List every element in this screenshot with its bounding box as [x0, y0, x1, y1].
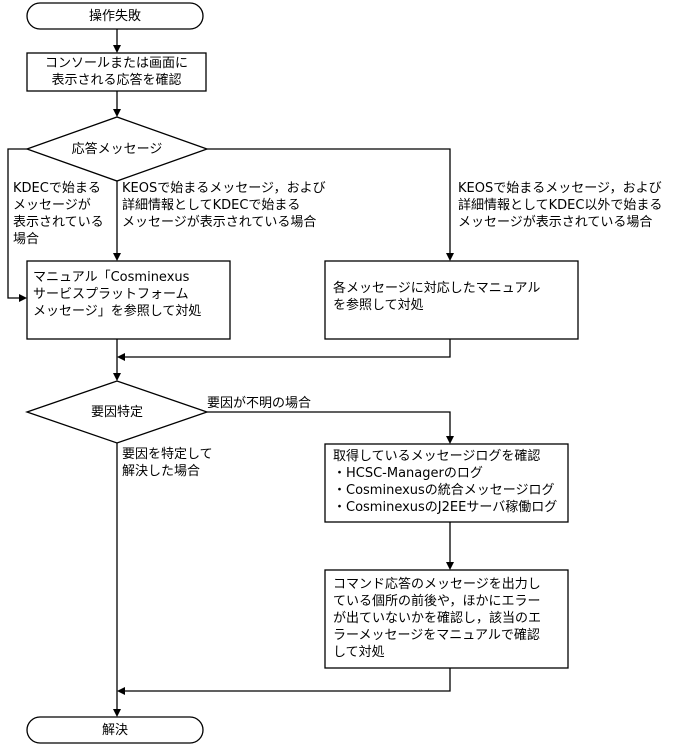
manual-cosminexus-label: マニュアル「Cosminexus サービスプラットフォームメッセージ」を参照して対…: [33, 269, 201, 320]
check-response-line: 表示される応答を確認: [51, 73, 182, 88]
command-output-line: が出ていないかを確認し，該当のエ: [333, 611, 542, 626]
cause-identified-line: 要因を特定して: [122, 447, 213, 462]
connector-cause-unknown: [207, 411, 451, 439]
start-label: 操作失敗: [88, 9, 141, 24]
cause-identification-label: 要因特定: [90, 405, 143, 420]
connector-command-merge: [122, 668, 451, 692]
manual-cosminexus-line: サービスプラットフォーム: [33, 287, 189, 302]
check-logs-box: [324, 443, 569, 523]
arrow-head: [117, 353, 125, 361]
branch-keos-other-line: 詳細情報としてKDEC以外で始まる: [458, 198, 663, 213]
command-output-line: して対処: [333, 645, 385, 660]
arrow-head: [446, 562, 454, 570]
branch-keos-other-label: KEOSで始まるメッセージ，および詳細情報としてKDEC以外で始まるメッセージが…: [458, 180, 662, 231]
command-output-line: コマンド応答のメッセージを出力し: [333, 577, 541, 592]
branch-keos-kdec-line: 詳細情報としてKDECで始まる: [122, 198, 301, 213]
command-output-label: コマンド応答のメッセージを出力している個所の前後や，ほかにエラーが出ていないかを…: [333, 576, 541, 661]
connector-manual-each-merge: [122, 339, 451, 358]
manual-cosminexus-line: メッセージ」を参照して対処: [33, 304, 202, 319]
check-logs-label: 取得しているメッセージログを確認・HCSC-Managerのログ・Cosmine…: [333, 448, 557, 516]
branch-keos-other-line: KEOSで始まるメッセージ，および: [458, 181, 662, 196]
branch-keos-kdec-line: メッセージが表示されている場合: [122, 215, 317, 230]
manual-each-label: 各メッセージに対応したマニュアルを参照して対処: [333, 280, 540, 314]
connector-keos-other-branch: [207, 148, 451, 256]
arrow-head: [19, 294, 27, 302]
branch-kdec-line: KDECで始まる: [13, 181, 101, 196]
arrow-head: [113, 45, 121, 53]
check-response-label: コンソールまたは画面に表示される応答を確認: [27, 55, 206, 89]
branch-keos-kdec-line: KEOSで始まるメッセージ，および: [122, 181, 326, 196]
command-output-box: [324, 569, 569, 669]
arrow-head: [117, 687, 125, 695]
arrow-head: [113, 373, 121, 381]
end-terminator: [26, 716, 204, 744]
start-terminator: [26, 2, 204, 30]
manual-each-box: [324, 260, 579, 340]
arrow-head: [113, 709, 121, 717]
command-output-line: ている個所の前後や，ほかにエラー: [333, 594, 541, 609]
arrow-head: [113, 109, 121, 117]
manual-each-line: 各メッセージに対応したマニュアル: [333, 281, 541, 296]
manual-each-line: を参照して対処: [333, 298, 424, 313]
branch-kdec-line: メッセージが: [13, 198, 91, 213]
manual-cosminexus-box: [26, 260, 231, 340]
command-output-line: ラーメッセージをマニュアルで確認: [333, 628, 540, 643]
arrow-head: [446, 253, 454, 261]
branch-keos-kdec-label: KEOSで始まるメッセージ，および詳細情報としてKDECで始まるメッセージが表示…: [122, 180, 326, 231]
check-response-line: コンソールまたは画面に: [44, 56, 188, 71]
check-logs-line: 取得しているメッセージログを確認: [333, 449, 541, 464]
branch-kdec-label: KDECで始まるメッセージが表示されている場合: [13, 180, 104, 248]
arrow-head: [446, 436, 454, 444]
response-message-label: 応答メッセージ: [71, 142, 163, 157]
check-logs-line: ・CosminexusのJ2EEサーバ稼働ログ: [333, 500, 558, 515]
manual-cosminexus-line: マニュアル「Cosminexus: [33, 270, 190, 285]
cause-unknown-label: 要因が不明の場合: [207, 396, 312, 411]
check-logs-line: ・Cosminexusの統合メッセージログ: [333, 483, 555, 498]
end-label: 解決: [101, 723, 128, 738]
branch-keos-other-line: メッセージが表示されている場合: [458, 215, 653, 230]
arrow-head: [113, 253, 121, 261]
cause-identified-label: 要因を特定して解決した場合: [122, 446, 213, 480]
branch-kdec-line: 表示されている: [13, 215, 104, 230]
branch-kdec-line: 場合: [13, 232, 40, 247]
check-logs-line: ・HCSC-Managerのログ: [333, 466, 483, 481]
cause-identified-line: 解決した場合: [122, 464, 201, 479]
connector-kdec-branch: [7, 148, 27, 299]
